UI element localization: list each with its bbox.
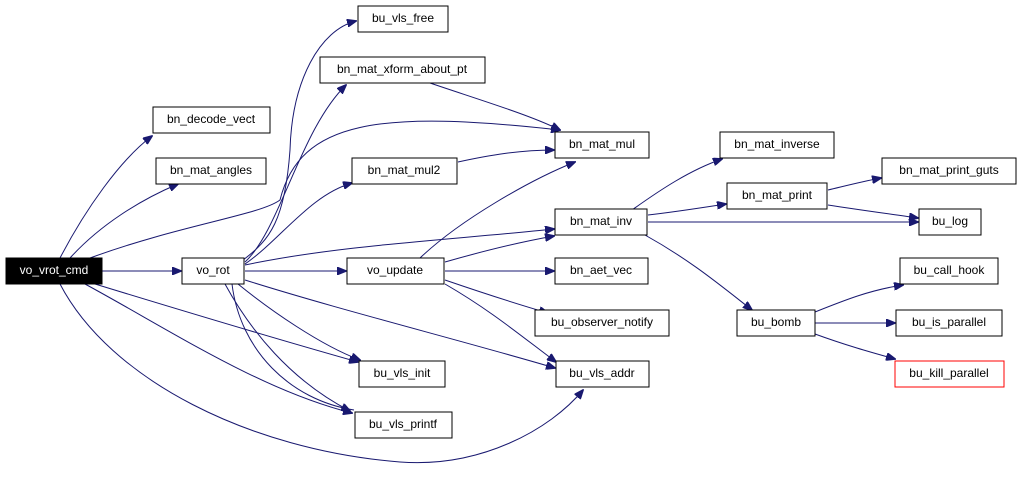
node-bu_call_hook[interactable]: bu_call_hook (899, 257, 999, 285)
node-bn_decode_vect[interactable]: bn_decode_vect (152, 106, 271, 134)
node-label: bu_vls_free (372, 11, 434, 25)
node-bu_bomb[interactable]: bu_bomb (736, 309, 816, 337)
node-bu_vls_free[interactable]: bu_vls_free (357, 5, 449, 33)
edge-vo_update-bn_mat_inv (444, 236, 554, 263)
node-bn_mat_inv[interactable]: bn_mat_inv (554, 208, 648, 236)
node-label: bu_observer_notify (551, 315, 653, 329)
edge-vo_rot-bn_mat_xform_about_pt (244, 85, 346, 263)
node-bn_mat_xform_about_pt[interactable]: bn_mat_xform_about_pt (319, 56, 486, 84)
nodes: vo_vrot_cmd vo_rot vo_update bu_vls_free… (5, 5, 1017, 439)
node-label: bu_is_parallel (912, 315, 986, 329)
edge-bn_mat_inv-bu_bomb (644, 234, 752, 310)
node-label: bn_mat_mul (569, 137, 635, 151)
edge-vo_rot-bn_mat_inv (244, 229, 554, 266)
node-label: bu_kill_parallel (909, 366, 988, 380)
node-bn_aet_vec[interactable]: bn_aet_vec (554, 257, 649, 285)
edges (59, 21, 918, 464)
edge-vo_vrot_cmd-bu_vls_printf (84, 283, 352, 413)
edge-vo_vrot_cmd-bu_vls_init (94, 283, 358, 362)
node-label: vo_rot (196, 263, 230, 277)
node-label: bu_vls_init (374, 366, 431, 380)
node-label: bn_mat_xform_about_pt (337, 62, 468, 76)
edge-vo_rot-bu_vls_free (242, 21, 356, 261)
edge-vo_update-bu_vls_addr (444, 283, 556, 362)
node-bu_vls_init[interactable]: bu_vls_init (358, 360, 446, 388)
edge-vo_rot-bn_mat_mul2 (244, 183, 352, 265)
edge-bn_mat_print-bu_log (827, 204, 918, 218)
edge-vo_vrot_cmd-bn_mat_angles (69, 184, 178, 259)
edge-bn_mat_mul2-bn_mat_mul (457, 150, 554, 163)
edge-vo_rot-bu_vls_printf-b (231, 283, 355, 411)
edge-vo_rot-bu_vls_printf-a (224, 283, 350, 411)
node-label: bn_mat_inverse (734, 137, 820, 151)
node-bu_observer_notify[interactable]: bu_observer_notify (534, 309, 670, 337)
node-bn_mat_inverse[interactable]: bn_mat_inverse (719, 131, 835, 159)
node-bu_vls_addr[interactable]: bu_vls_addr (555, 360, 650, 388)
node-bu_vls_printf[interactable]: bu_vls_printf (354, 411, 453, 439)
node-label: bu_log (932, 214, 968, 228)
node-bn_mat_mul[interactable]: bn_mat_mul (554, 131, 650, 159)
node-bn_mat_print[interactable]: bn_mat_print (726, 182, 828, 210)
node-label: bn_mat_inv (570, 214, 632, 228)
node-label: bn_decode_vect (167, 112, 256, 126)
node-label: bn_mat_print_guts (899, 163, 998, 177)
node-bn_mat_mul2[interactable]: bn_mat_mul2 (351, 157, 458, 185)
node-label: bn_mat_angles (170, 163, 252, 177)
node-label: bn_mat_mul2 (368, 163, 441, 177)
edge-vo_vrot_cmd-bn_mat_mul (89, 120, 560, 259)
edge-bu_bomb-bu_kill_parallel (814, 333, 895, 359)
node-label: vo_update (367, 263, 423, 277)
edge-vo_rot-bu_vls_init (237, 283, 360, 360)
node-vo_update[interactable]: vo_update (346, 257, 445, 285)
edge-vo_update-bn_mat_mul (419, 162, 575, 259)
node-label: vo_vrot_cmd (20, 263, 89, 277)
edge-bn_mat_inv-bn_mat_print (647, 204, 726, 216)
node-label: bn_mat_print (742, 188, 813, 202)
edge-bu_bomb-bu_call_hook (814, 285, 903, 313)
edge-bn_mat_print-bn_mat_print_guts (827, 178, 881, 191)
node-label: bu_call_hook (914, 263, 986, 277)
node-bu_is_parallel[interactable]: bu_is_parallel (895, 309, 1003, 337)
edge-xform-bn_mat_mul (429, 82, 560, 130)
node-label: bu_bomb (751, 315, 801, 329)
edge-vo_vrot_cmd-bu_vls_addr (59, 283, 583, 464)
node-label: bu_vls_printf (369, 417, 438, 431)
edge-vo_update-bu_observer_notify (444, 279, 548, 313)
edge-vo_rot-bu_vls_addr (244, 279, 555, 368)
node-bu_kill_parallel[interactable]: bu_kill_parallel (894, 360, 1005, 388)
node-label: bu_vls_addr (569, 366, 634, 380)
node-label: bn_aet_vec (570, 263, 632, 277)
node-bu_log[interactable]: bu_log (918, 208, 982, 236)
node-bn_mat_angles[interactable]: bn_mat_angles (155, 157, 267, 185)
node-vo_rot[interactable]: vo_rot (181, 257, 245, 285)
node-bn_mat_print_guts[interactable]: bn_mat_print_guts (881, 157, 1017, 185)
edge-vo_vrot_cmd-bn_decode_vect (59, 136, 152, 259)
node-vo_vrot_cmd[interactable]: vo_vrot_cmd (5, 257, 103, 285)
edge-bn_mat_inv-bn_mat_inverse (631, 159, 722, 211)
